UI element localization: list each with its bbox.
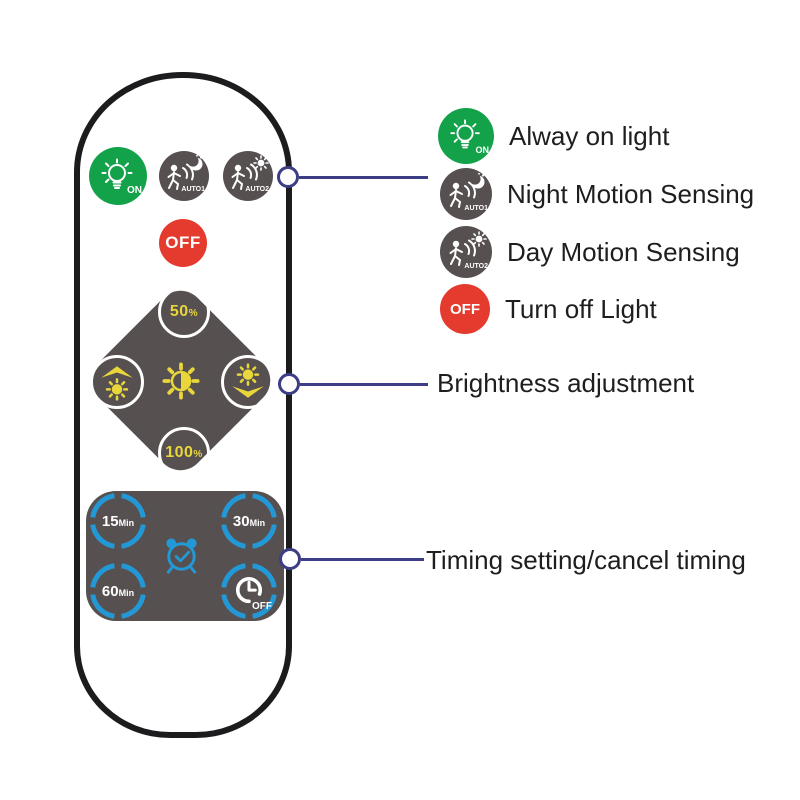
legend-turn-off-label: Turn off Light xyxy=(505,293,657,324)
timer-off-label: OFF xyxy=(252,601,272,612)
auto2-button-label: AUTO2 xyxy=(245,186,269,193)
callout-line-timing xyxy=(301,558,424,561)
timer-60min-button[interactable]: 60Min xyxy=(90,563,146,619)
legend-night-motion-label: Night Motion Sensing xyxy=(507,178,755,209)
legend-day-motion-label: Day Motion Sensing xyxy=(507,236,740,267)
motion-sensor-sun-icon xyxy=(226,154,270,198)
bulb-icon xyxy=(98,156,138,196)
off-button[interactable]: OFF xyxy=(159,219,207,267)
brightness-down-icon xyxy=(227,361,269,403)
bulb-icon xyxy=(447,117,485,155)
legend-always-on-icon: ON xyxy=(438,108,494,164)
brightness-50-label: 50% xyxy=(169,303,199,320)
brightness-100-label: 100% xyxy=(165,444,203,461)
timer-cancel-button[interactable]: OFF xyxy=(221,563,277,619)
legend-night-motion-icon: AUTO1 xyxy=(440,168,492,220)
callout-dot-brightness xyxy=(278,373,300,395)
legend-turn-off-icon: OFF xyxy=(440,284,490,334)
legend-day-motion: AUTO2 Day Motion Sensing xyxy=(440,226,740,278)
auto1-button-label: AUTO1 xyxy=(181,186,205,193)
brightness-100-button[interactable]: 100% xyxy=(158,427,210,479)
brightness-contrast-icon xyxy=(162,362,200,400)
motion-sensor-moon-icon xyxy=(444,172,488,216)
legend-always-on-label: Alway on light xyxy=(509,120,670,151)
motion-sensor-moon-icon xyxy=(162,154,206,198)
motion-sensor-sun-icon xyxy=(444,230,488,274)
legend-night-motion: AUTO1 Night Motion Sensing xyxy=(440,168,754,220)
callout-dot-timing xyxy=(279,548,301,570)
timer-30min-button[interactable]: 30Min xyxy=(221,493,277,549)
clock-off-icon xyxy=(231,573,267,609)
timer-60min-label: 60Min xyxy=(101,582,135,600)
timer-15min-label: 15Min xyxy=(101,512,135,530)
callout-line-modes xyxy=(299,176,428,179)
legend-day-motion-icon: AUTO2 xyxy=(440,226,492,278)
legend-always-on: ON Alway on light xyxy=(438,108,669,164)
legend-turn-off: OFF Turn off Light xyxy=(440,284,657,334)
callout-dot-modes xyxy=(277,166,299,188)
timer-30min-label: 30Min xyxy=(232,512,266,530)
brightness-up-button[interactable] xyxy=(90,355,144,409)
brightness-up-icon xyxy=(96,361,138,403)
auto2-day-motion-button[interactable]: AUTO2 xyxy=(223,151,273,201)
brightness-down-button[interactable] xyxy=(221,355,275,409)
brightness-annotation: Brightness adjustment xyxy=(437,368,695,398)
callout-line-brightness xyxy=(300,383,428,386)
timing-annotation: Timing setting/cancel timing xyxy=(426,545,746,575)
timer-15min-button[interactable]: 15Min xyxy=(90,493,146,549)
always-on-button[interactable]: ON xyxy=(89,147,147,205)
auto1-night-motion-button[interactable]: AUTO1 xyxy=(159,151,209,201)
on-button-label: ON xyxy=(127,185,142,196)
off-button-label: OFF xyxy=(165,233,201,252)
alarm-clock-check-icon xyxy=(160,534,203,577)
brightness-50-button[interactable]: 50% xyxy=(158,286,210,338)
